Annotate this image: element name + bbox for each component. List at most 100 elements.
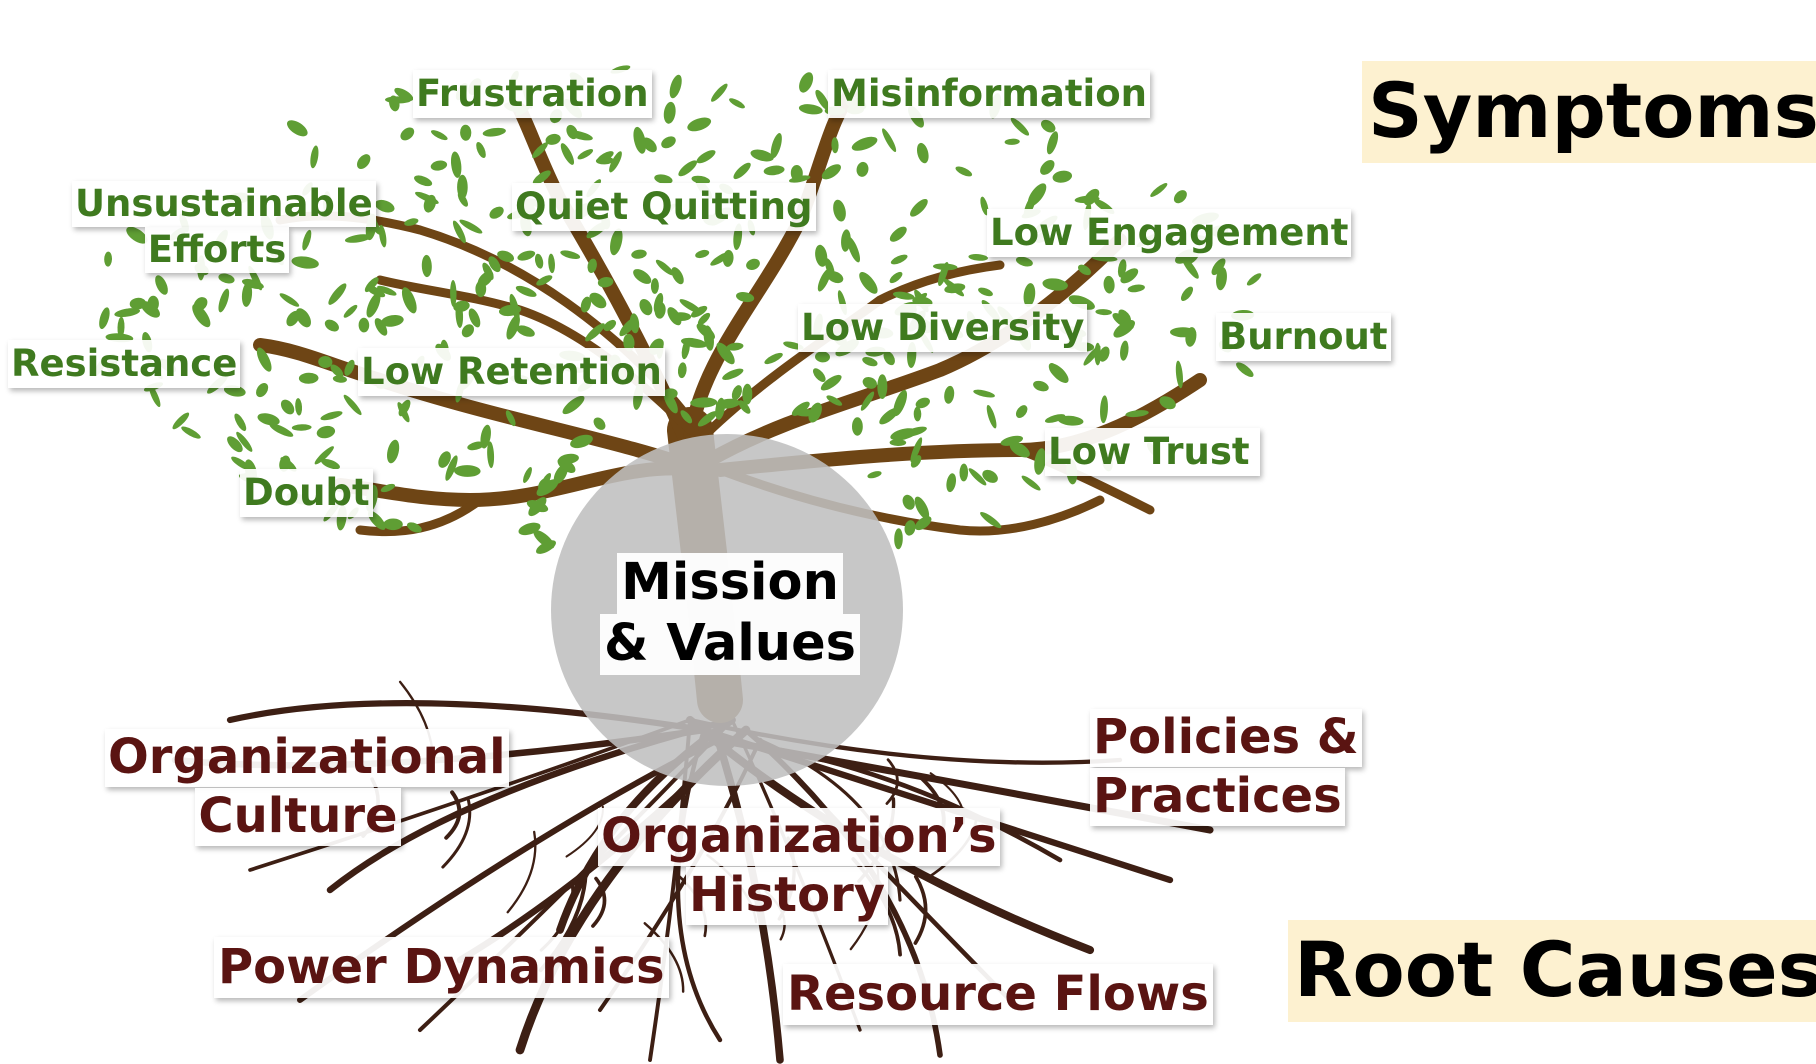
leaf	[1040, 119, 1056, 133]
leaf	[1044, 414, 1066, 423]
leaf	[566, 124, 578, 140]
root-organizational-culture: Organizational Culture	[105, 729, 509, 846]
leaf	[633, 126, 646, 154]
leaf	[241, 282, 253, 307]
leaf	[1185, 327, 1197, 347]
leaf	[468, 308, 481, 328]
leaf	[560, 250, 581, 259]
leaf	[902, 426, 927, 437]
leaf	[639, 298, 653, 316]
leaf	[815, 351, 830, 363]
root-line	[591, 876, 607, 928]
leaf	[380, 483, 396, 493]
leaf	[374, 199, 395, 213]
leaf	[973, 389, 995, 398]
leaf	[298, 372, 319, 384]
leaf	[577, 149, 594, 160]
root-line	[444, 790, 462, 840]
leaf	[913, 406, 922, 422]
leaf	[587, 258, 597, 274]
leaf	[117, 316, 125, 338]
leaf	[697, 411, 718, 427]
leaf	[532, 170, 551, 185]
leaf	[332, 375, 347, 383]
leaf	[669, 74, 682, 99]
leaf	[407, 522, 422, 533]
symptom-frustration: Frustration	[413, 70, 652, 118]
leaf	[731, 385, 742, 401]
leaf	[736, 292, 755, 303]
leaf	[141, 301, 160, 318]
leaf	[536, 479, 559, 497]
leaf	[1236, 362, 1254, 377]
leaf	[667, 307, 682, 326]
leaf	[609, 151, 622, 173]
leaf	[126, 226, 148, 244]
leaf	[1159, 396, 1176, 410]
leaf	[798, 104, 823, 115]
leaf	[1211, 258, 1226, 276]
leaf	[257, 413, 280, 426]
leaf	[1057, 415, 1084, 426]
leaf	[914, 516, 932, 531]
leaf	[603, 319, 617, 332]
leaf	[980, 196, 989, 216]
symptom-misinformation: Misinformation	[828, 70, 1150, 118]
leaf	[488, 256, 501, 273]
leaf	[387, 439, 400, 464]
leaf	[633, 269, 652, 284]
leaf	[1125, 410, 1149, 418]
symptom-low-trust: Low Trust	[1045, 428, 1260, 476]
leaf	[450, 151, 462, 178]
leaf	[677, 362, 687, 379]
leaf	[378, 224, 387, 248]
leaf	[104, 251, 113, 267]
leaf	[681, 339, 690, 360]
leaf	[321, 458, 340, 470]
leaf	[716, 342, 735, 365]
leaf	[580, 296, 591, 313]
leaf	[459, 219, 483, 234]
leaf	[968, 254, 988, 261]
leaf	[687, 117, 712, 132]
leaf	[482, 127, 506, 137]
leaf	[746, 258, 760, 270]
leaf	[536, 540, 556, 554]
leaf	[476, 141, 486, 159]
leaf	[223, 385, 246, 397]
leaf	[1033, 380, 1049, 392]
leaf	[663, 391, 678, 414]
leaf	[460, 124, 472, 141]
leaf	[968, 468, 987, 486]
leaf	[558, 453, 579, 465]
leaf	[291, 256, 319, 269]
symptom-low-engagement: Low Engagement	[987, 209, 1352, 257]
root-causes-heading: Root Causes	[1288, 920, 1816, 1022]
root-line	[913, 874, 928, 945]
leaf	[377, 285, 397, 296]
branch	[703, 233, 1127, 467]
leaf	[358, 317, 370, 333]
leaf	[827, 271, 844, 284]
leaf	[467, 441, 485, 451]
leaf	[328, 283, 347, 305]
root-line	[885, 758, 899, 805]
leaf	[629, 313, 640, 334]
leaf	[915, 397, 930, 409]
leaf	[560, 143, 575, 165]
leaf	[295, 308, 311, 328]
leaf	[722, 368, 744, 380]
leaf	[890, 254, 908, 265]
leaf	[318, 355, 333, 369]
leaf	[383, 518, 403, 531]
leaf	[517, 250, 536, 261]
leaf	[696, 150, 716, 164]
leaf	[856, 161, 869, 177]
leaf	[654, 174, 673, 185]
leaf	[1046, 131, 1059, 155]
leaf	[914, 496, 930, 520]
leaf	[461, 324, 475, 338]
leaf	[1010, 117, 1030, 136]
leaf	[815, 244, 828, 267]
